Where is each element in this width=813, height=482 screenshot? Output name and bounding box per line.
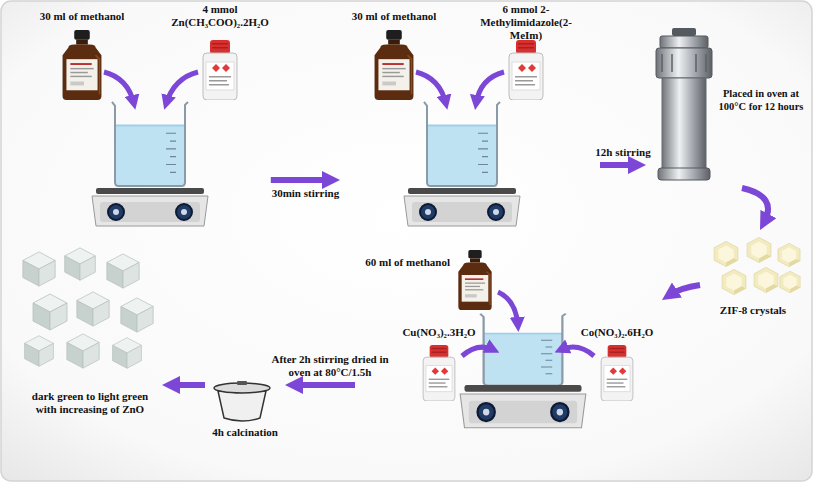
crystal-product: ZIF-8 crystals bbox=[700, 230, 806, 322]
zif8-crystals bbox=[754, 267, 778, 292]
pour-arrow bbox=[462, 292, 594, 356]
pour-arrow bbox=[476, 72, 504, 104]
step-note: 4h calcination bbox=[212, 426, 278, 439]
product-particles bbox=[25, 336, 54, 367]
calcination-step: 4h calcination bbox=[205, 375, 285, 445]
reagent-label: 4 mmol Zn(CH₃COO)₂.2H₂O bbox=[171, 3, 269, 29]
zif8-crystals bbox=[714, 237, 800, 294]
methylimidazole-bottle bbox=[509, 40, 543, 100]
copper-nitrate-bottle bbox=[423, 345, 455, 401]
pour-arrow bbox=[416, 72, 504, 104]
pour-arrow bbox=[416, 72, 446, 104]
pour-arrow bbox=[498, 292, 518, 326]
product-particles bbox=[107, 254, 139, 288]
product-particles bbox=[23, 248, 153, 369]
process-arrow bbox=[600, 162, 637, 168]
step-label: 12h stirring bbox=[595, 146, 650, 159]
product-label: ZIF-8 crystals bbox=[720, 304, 786, 317]
pour-arrow bbox=[104, 72, 134, 104]
process-arrow bbox=[271, 177, 331, 183]
beaker bbox=[424, 102, 500, 186]
reagent-label: 6 mmol 2-Methylimidazole(2-MeIm) bbox=[480, 3, 572, 43]
pour-arrow bbox=[166, 72, 198, 104]
zif8-crystals bbox=[747, 237, 771, 262]
crucible bbox=[214, 381, 270, 421]
product-particles bbox=[77, 292, 109, 326]
mixing-station: 30 ml of methanol 4 mmol Zn(CH₃COO)₂.2H₂O bbox=[28, 1, 271, 230]
mixing-station: 30 ml of methanol 6 mmol 2-Methylimidazol… bbox=[340, 1, 600, 230]
hot-plate bbox=[404, 188, 520, 226]
product-particles bbox=[67, 334, 99, 368]
process-arrow bbox=[294, 382, 355, 388]
methanol-bottle bbox=[375, 30, 414, 100]
autoclave bbox=[672, 28, 696, 36]
reagent-label: Co(NO₃)₂.6H₂O bbox=[581, 326, 654, 339]
product-particles bbox=[23, 252, 55, 286]
hot-plate bbox=[404, 188, 520, 226]
autoclave bbox=[660, 36, 708, 48]
reagent-label: 30 ml of methanol bbox=[352, 10, 437, 23]
product-particles bbox=[65, 248, 96, 280]
autoclave-step: Placed in oven at 100°C for 12 hours bbox=[646, 25, 808, 188]
final-product: dark green to light green with increasin… bbox=[12, 240, 162, 422]
pour-arrow bbox=[104, 72, 198, 104]
process-arrow bbox=[742, 188, 768, 222]
hot-plate bbox=[92, 188, 208, 226]
autoclave bbox=[662, 54, 706, 72]
autoclave bbox=[658, 168, 710, 180]
zinc-acetate-bottle bbox=[203, 40, 237, 100]
mixing-station: 60 ml of methanolCu(NO₃)₂.3H₂O Co(NO₃)₂.6… bbox=[355, 250, 662, 445]
hot-plate bbox=[92, 188, 208, 226]
product-particles bbox=[113, 338, 142, 369]
reagent-label: 60 ml of methanol bbox=[365, 256, 450, 269]
cobalt-nitrate-bottle bbox=[601, 345, 633, 401]
step-note: Placed in oven at 100°C for 12 hours bbox=[716, 88, 806, 113]
step-label: After 2h stirring dried in oven at 80°C/… bbox=[264, 353, 396, 379]
pour-arrow bbox=[462, 347, 494, 356]
beaker bbox=[424, 102, 500, 186]
methanol-bottle bbox=[63, 30, 102, 100]
methanol-bottle bbox=[458, 250, 491, 310]
autoclave bbox=[656, 48, 712, 78]
beaker bbox=[112, 102, 188, 186]
step-label: 30min stirring bbox=[272, 187, 340, 200]
hot-plate bbox=[460, 385, 586, 428]
zif8-crystals bbox=[780, 271, 800, 293]
crucible bbox=[218, 391, 266, 421]
methanol-bottle bbox=[63, 30, 102, 100]
methylimidazole-bottle bbox=[509, 40, 543, 100]
reagent-label: Cu(NO₃)₂.3H₂O bbox=[402, 326, 475, 339]
zif8-crystals bbox=[722, 269, 746, 294]
cobalt-nitrate-bottle bbox=[601, 345, 633, 401]
methanol-bottle bbox=[375, 30, 414, 100]
copper-nitrate-bottle bbox=[423, 345, 455, 401]
crucible bbox=[237, 381, 247, 385]
autoclave bbox=[662, 78, 706, 170]
methanol-bottle bbox=[458, 250, 491, 310]
product-particles bbox=[33, 294, 67, 330]
product-particles bbox=[121, 298, 153, 332]
zif8-crystals bbox=[778, 243, 800, 266]
autoclave bbox=[656, 28, 712, 180]
pour-arrow bbox=[560, 347, 594, 356]
zif8-crystals bbox=[714, 241, 738, 266]
reagent-label: 30 ml of methanol bbox=[40, 10, 125, 23]
process-arrow bbox=[171, 382, 205, 388]
product-label: dark green to light green with increasin… bbox=[25, 390, 155, 416]
beaker bbox=[112, 102, 188, 186]
process-arrow bbox=[669, 285, 700, 295]
zinc-acetate-bottle bbox=[203, 40, 237, 100]
hot-plate bbox=[460, 385, 586, 428]
